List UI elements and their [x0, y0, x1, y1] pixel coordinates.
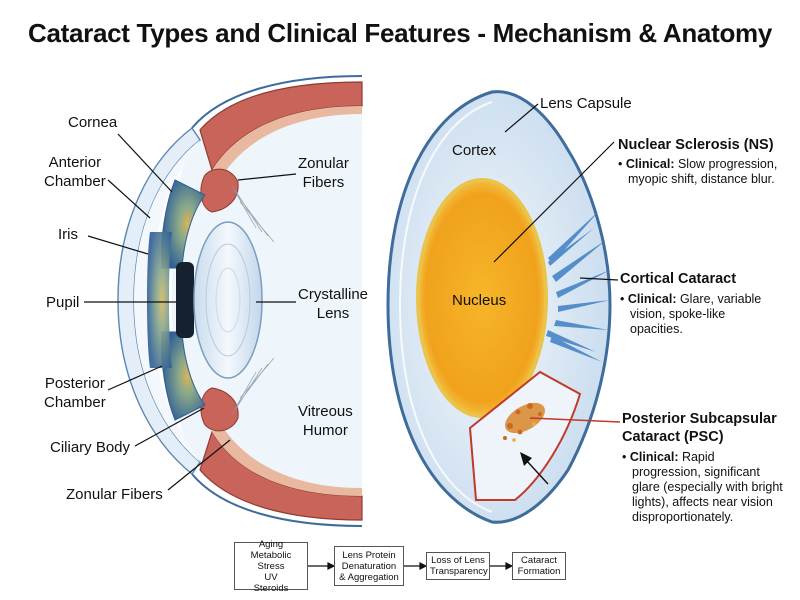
zonular-fibers	[231, 185, 275, 415]
heading-nuclear-sclerosis: Nuclear Sclerosis (NS)	[618, 137, 774, 153]
label-vitreous-humor: Vitreous Humor	[298, 403, 353, 439]
flow-step-causes: Aging Metabolic Stress UV Steroids	[234, 539, 308, 594]
label-zonular-fibers-top: Zonular Fibers	[298, 155, 349, 191]
flow-step-cataract-formation: Cataract Formation	[512, 552, 566, 580]
nucleus	[416, 178, 548, 418]
psc-arrow	[520, 452, 549, 485]
clinical-psc: • Clinical: Rapid progression, significa…	[622, 450, 783, 524]
label-ciliary-body: Ciliary Body	[50, 439, 131, 456]
heading-cortical-cataract: Cortical Cataract	[620, 271, 737, 287]
label-nucleus: Nucleus	[452, 292, 507, 309]
anterior-chamber	[134, 140, 200, 462]
psc-opacities	[503, 402, 545, 442]
iris-bottom	[161, 331, 206, 421]
crystalline-lens	[193, 221, 263, 379]
clinical-nuclear-sclerosis: • Clinical: Slow progression, myopic shi…	[618, 157, 778, 186]
label-iris: Iris	[58, 226, 78, 243]
flow-step-protein-denaturation: Lens Protein Denaturation & Aggregation	[334, 546, 404, 586]
psc-leader	[529, 417, 621, 423]
cortical-spokes	[546, 210, 610, 362]
label-zonular-fibers-bottom: Zonular Fibers	[66, 486, 163, 503]
label-pupil: Pupil	[46, 294, 80, 311]
flow-arrows	[308, 562, 514, 570]
pupil	[176, 262, 194, 338]
page-title: Cataract Types and Clinical Features - M…	[27, 18, 773, 48]
flow-step-loss-of-transparency: Loss of Lens Transparency	[426, 552, 490, 580]
label-cortex: Cortex	[452, 142, 497, 159]
label-crystalline-lens: Crystalline Lens	[298, 286, 369, 322]
psc-region	[468, 370, 582, 501]
leader-lines	[84, 103, 619, 491]
heading-psc: Posterior Subcapsular Cataract (PSC)	[622, 411, 777, 445]
label-anterior-chamber: Anterior Chamber	[44, 154, 106, 190]
clinical-cortical-cataract: • Clinical: Glare, variable vision, spok…	[620, 292, 762, 336]
label-posterior-chamber: Posterior Chamber	[44, 375, 106, 411]
lens-detail	[386, 90, 612, 524]
label-lens-capsule: Lens Capsule	[540, 95, 632, 112]
label-cornea: Cornea	[68, 114, 118, 131]
eye-cross-section	[117, 75, 363, 527]
iris-top	[161, 179, 206, 269]
